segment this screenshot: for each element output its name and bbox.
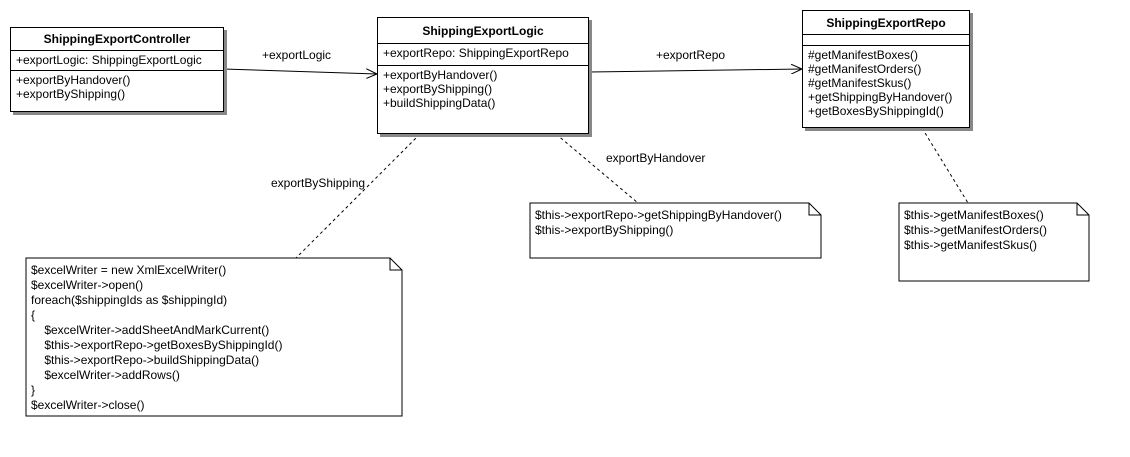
note-line: $excelWriter->open(): [31, 278, 144, 292]
note-export-by-shipping[interactable]: $excelWriter = new XmlExcelWriter() $exc…: [27, 260, 397, 416]
note-line: $this->exportRepo->getShippingByHandover…: [535, 208, 782, 222]
operation: #getManifestSkus(): [808, 76, 912, 90]
operation: +exportByShipping(): [383, 82, 493, 96]
note-fold-repo: [1076, 203, 1089, 216]
anchor-label-export-by-shipping: exportByShipping: [271, 176, 366, 190]
operation: #getManifestOrders(): [808, 62, 922, 76]
class-attributes: +exportRepo: ShippingExportRepo: [378, 44, 588, 66]
note-line: }: [31, 383, 36, 397]
class-name: ShippingExportRepo: [803, 11, 969, 35]
note-shape-repo: [898, 202, 1090, 282]
class-shipping-export-logic[interactable]: ShippingExportLogic +exportRepo: Shippin…: [377, 17, 589, 134]
association-label-export-logic: +exportLogic: [262, 48, 332, 62]
association-controller-logic: [222, 68, 377, 74]
note-line: $this->getManifestSkus(): [904, 238, 1038, 252]
note-line: $this->getManifestOrders(): [904, 223, 1048, 237]
association-label-export-repo: +exportRepo: [656, 48, 726, 62]
note-line: $excelWriter->addSheetAndMarkCurrent(): [31, 323, 270, 337]
note-line: $this->getManifestBoxes(): [904, 208, 1044, 222]
note-shape-export-by-handover: [529, 202, 822, 259]
operation: +getBoxesByShippingId(): [808, 104, 944, 118]
attribute: +exportLogic: ShippingExportLogic: [16, 53, 202, 67]
note-fold-export-by-handover: [808, 203, 821, 216]
note-anchor-export-by-handover: [555, 133, 639, 204]
note-anchor-repo: [921, 127, 969, 204]
operation: +buildShippingData(): [383, 96, 496, 110]
class-attributes: [803, 35, 969, 46]
operation: +exportByHandover(): [16, 73, 131, 87]
note-line: $excelWriter->addRows(): [31, 368, 180, 382]
anchor-label-export-by-handover: exportByHandover: [606, 151, 706, 165]
operation: #getManifestBoxes(): [808, 48, 919, 62]
class-shipping-export-controller[interactable]: ShippingExportController +exportLogic: S…: [10, 27, 224, 112]
note-line: $excelWriter->close(): [31, 398, 145, 412]
note-repo[interactable]: $this->getManifestBoxes() $this->getMani…: [900, 205, 1085, 256]
note-line: $excelWriter = new XmlExcelWriter(): [31, 263, 227, 277]
class-operations: +exportByHandover() +exportByShipping() …: [378, 66, 588, 112]
class-shipping-export-repo[interactable]: ShippingExportRepo #getManifestBoxes() #…: [802, 10, 970, 128]
note-line: $this->exportRepo->getBoxesByShippingId(…: [31, 338, 283, 352]
note-anchor-export-by-shipping: [295, 133, 421, 259]
class-operations: #getManifestBoxes() #getManifestOrders()…: [803, 46, 969, 120]
class-name: ShippingExportController: [11, 28, 223, 51]
note-line: {: [31, 308, 36, 322]
note-fold-export-by-shipping: [389, 258, 402, 271]
class-attributes: +exportLogic: ShippingExportLogic: [11, 51, 223, 71]
note-line: $this->exportRepo->buildShippingData(): [31, 353, 260, 367]
note-line: $this->exportByShipping(): [535, 223, 674, 237]
class-name: ShippingExportLogic: [378, 18, 588, 44]
note-shape-export-by-shipping: [25, 257, 403, 417]
note-export-by-handover[interactable]: $this->exportRepo->getShippingByHandover…: [531, 205, 816, 241]
attribute: +exportRepo: ShippingExportRepo: [383, 46, 569, 60]
operation: +getShippingByHandover(): [808, 90, 953, 104]
note-line: foreach($shippingIds as $shippingId): [31, 293, 228, 307]
association-logic-repo: [588, 69, 802, 72]
operation: +exportByShipping(): [16, 87, 126, 101]
class-operations: +exportByHandover() +exportByShipping(): [11, 71, 223, 103]
operation: +exportByHandover(): [383, 68, 498, 82]
